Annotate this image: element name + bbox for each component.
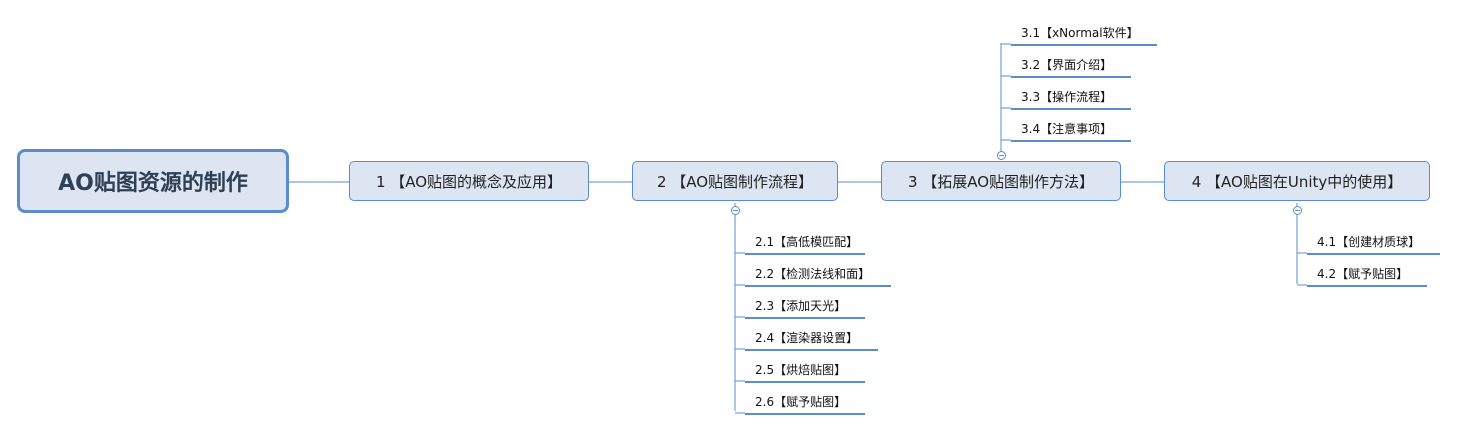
subtopic-3-4[interactable]: 3.4【注意事项】 [1011,118,1131,142]
subtopic-2-6[interactable]: 2.6【赋予贴图】 [745,391,865,415]
subtopic-label: 3.2【界面介绍】 [1021,58,1113,72]
subtopic-label: 2.2【检测法线和面】 [755,267,871,281]
collapse-toggle-icon[interactable] [731,206,740,215]
subtopic-label: 3.3【操作流程】 [1021,90,1113,104]
subtopic-3-3[interactable]: 3.3【操作流程】 [1011,86,1131,110]
topic-4[interactable]: 4 【AO贴图在Unity中的使用】 [1164,161,1430,201]
subtopic-label: 4.1【创建材质球】 [1317,235,1421,249]
subtopic-3-1[interactable]: 3.1【xNormal软件】 [1011,22,1157,46]
topic-3[interactable]: 3 【拓展AO贴图制作方法】 [881,161,1121,201]
root-topic-label: AO贴图资源的制作 [58,171,248,196]
subtopic-2-5[interactable]: 2.5【烘焙贴图】 [745,359,865,383]
subtopic-label: 3.1【xNormal软件】 [1021,26,1139,40]
topic-1-label: 1 【AO贴图的概念及应用】 [375,172,563,191]
subtopic-4-2[interactable]: 4.2【赋予贴图】 [1307,263,1427,287]
subtopic-label: 2.6【赋予贴图】 [755,395,847,409]
collapse-toggle-icon[interactable] [997,151,1006,160]
subtopic-2-3[interactable]: 2.3【添加天光】 [745,295,865,319]
subtopic-label: 2.4【渲染器设置】 [755,331,859,345]
subtopic-4-1[interactable]: 4.1【创建材质球】 [1307,231,1440,255]
topic-2-label: 2 【AO贴图制作流程】 [656,172,814,191]
topic-2[interactable]: 2 【AO贴图制作流程】 [632,161,838,201]
subtopic-3-2[interactable]: 3.2【界面介绍】 [1011,54,1131,78]
subtopic-2-4[interactable]: 2.4【渲染器设置】 [745,327,878,351]
topic-3-label: 3 【拓展AO贴图制作方法】 [907,172,1095,191]
subtopic-label: 2.1【高低模匹配】 [755,235,859,249]
subtopic-label: 4.2【赋予贴图】 [1317,267,1409,281]
topic-4-label: 4 【AO贴图在Unity中的使用】 [1191,172,1403,191]
topic-1[interactable]: 1 【AO贴图的概念及应用】 [349,161,589,201]
subtopic-2-2[interactable]: 2.2【检测法线和面】 [745,263,891,287]
subtopic-label: 2.5【烘焙贴图】 [755,363,847,377]
subtopic-2-1[interactable]: 2.1【高低模匹配】 [745,231,865,255]
subtopic-label: 2.3【添加天光】 [755,299,847,313]
root-topic[interactable]: AO贴图资源的制作 [17,149,289,213]
subtopic-label: 3.4【注意事项】 [1021,122,1113,136]
collapse-toggle-icon[interactable] [1293,206,1302,215]
